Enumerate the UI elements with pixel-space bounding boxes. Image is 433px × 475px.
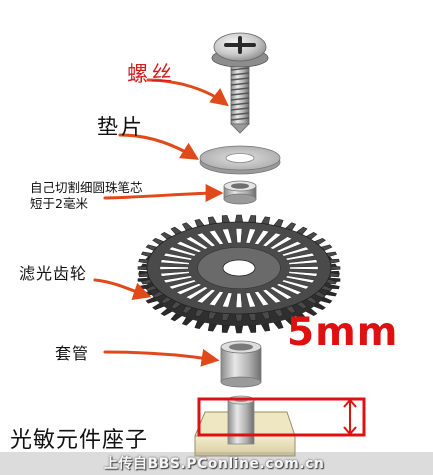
label-washer: 垫片 xyxy=(97,115,145,139)
watermark-text: 上传自BBS.PConline.com.cn xyxy=(104,456,325,472)
arrow-sleeve xyxy=(103,348,220,367)
spacer-icon xyxy=(223,180,257,205)
arrow-spacer xyxy=(103,184,224,203)
washer-icon xyxy=(199,145,281,175)
screw-icon xyxy=(211,32,269,134)
arrow-screw xyxy=(146,78,229,107)
socket-icon xyxy=(194,395,296,457)
sleeve-icon xyxy=(220,340,262,388)
label-spacer-line1: 自己切割细圆珠笔芯 xyxy=(30,180,143,195)
label-screw: 螺丝 xyxy=(127,62,175,86)
label-filter-gear: 滤光齿轮 xyxy=(19,264,88,283)
label-sensor-socket: 光敏元件座子 xyxy=(10,428,149,453)
dimension-label: 5mm xyxy=(287,310,399,355)
watermark-bar xyxy=(0,452,433,475)
arrow-gear xyxy=(93,278,152,300)
label-arrows xyxy=(93,78,229,367)
label-spacer-line2: 短于2毫米 xyxy=(30,196,88,211)
label-sleeve: 套管 xyxy=(55,344,90,363)
gear-icon xyxy=(137,214,341,334)
dimension-marker xyxy=(197,397,366,437)
arrow-washer xyxy=(118,133,200,160)
